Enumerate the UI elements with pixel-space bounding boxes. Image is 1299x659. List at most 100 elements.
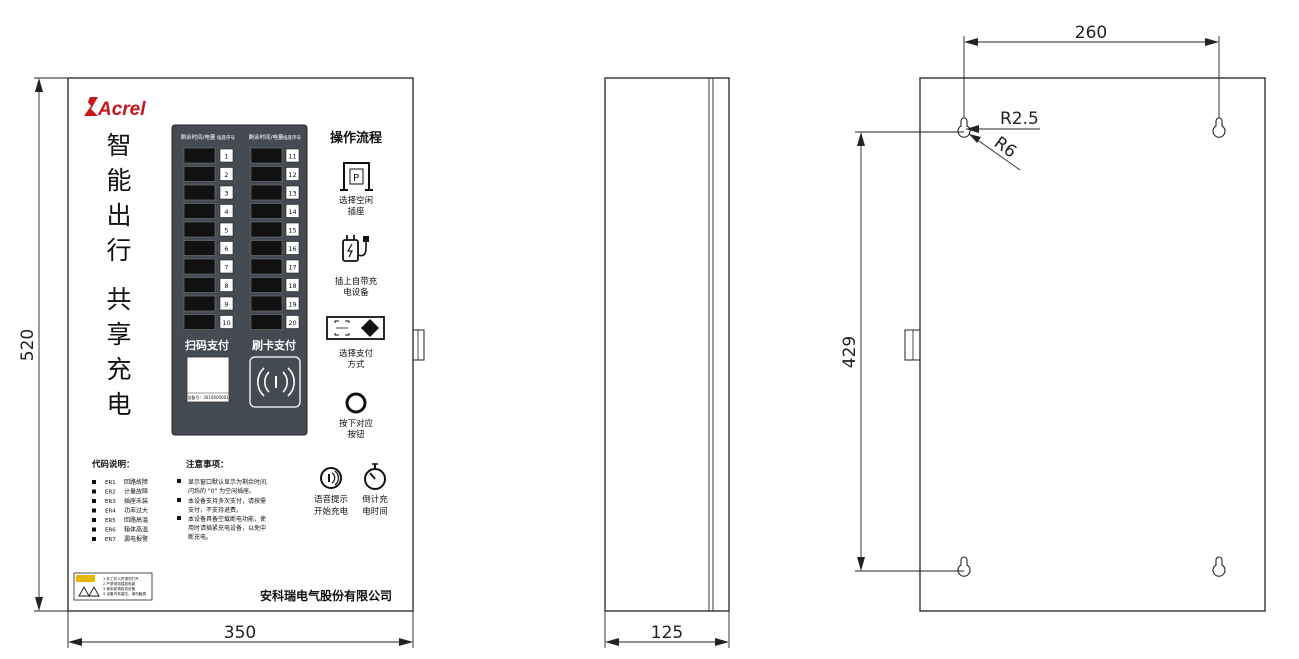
socket-number-button[interactable]: 13 bbox=[285, 185, 300, 200]
socket-display bbox=[250, 314, 283, 330]
socket-display bbox=[183, 147, 216, 164]
socket-display bbox=[183, 240, 216, 256]
socket-number-button[interactable]: 10 bbox=[219, 315, 234, 329]
code-id: ER7 bbox=[105, 537, 116, 543]
socket-number-button[interactable]: 16 bbox=[285, 241, 300, 255]
process-column: 操作流程 P 选择空闲 插座 插上自带充 电设备 bbox=[314, 130, 388, 517]
socket-number-button[interactable]: 18 bbox=[285, 278, 300, 292]
dim-260: 260 bbox=[1075, 23, 1107, 43]
dim-350: 350 bbox=[224, 623, 256, 643]
code-id: ER2 bbox=[105, 490, 116, 496]
step2-line2: 电设备 bbox=[343, 287, 369, 298]
code-bullet bbox=[92, 489, 96, 494]
button-icon[interactable] bbox=[345, 392, 367, 414]
side-enclosure bbox=[604, 77, 730, 612]
card-reader[interactable] bbox=[249, 356, 301, 408]
col-header-time-right: 剩余时间/电量 bbox=[249, 133, 284, 141]
socket-number-button[interactable]: 1 bbox=[219, 148, 234, 163]
keyhole-top-left bbox=[957, 117, 971, 138]
step2-line1: 插上自带充 bbox=[335, 276, 378, 287]
dim-520: 520 bbox=[18, 329, 38, 361]
socket-number: 14 bbox=[288, 208, 296, 216]
socket-number: 1 bbox=[224, 153, 228, 161]
socket-display bbox=[250, 258, 283, 275]
socket-number-button[interactable]: 9 bbox=[219, 296, 234, 311]
step1-line1: 选择空闲 bbox=[339, 195, 373, 206]
socket-number: 18 bbox=[288, 282, 296, 290]
radius-callouts: R2.5 R6 bbox=[966, 109, 1040, 171]
socket-display bbox=[250, 295, 283, 312]
scan-pay-label: 扫码支付 bbox=[185, 338, 229, 352]
process-title: 操作流程 bbox=[330, 130, 382, 146]
socket-number-button[interactable]: 17 bbox=[285, 259, 300, 274]
title-char-3: 出 bbox=[106, 201, 131, 230]
device-id: 设备号：3010000001 bbox=[187, 394, 229, 400]
back-enclosure bbox=[919, 77, 1266, 612]
socket-number-button[interactable]: 20 bbox=[285, 315, 300, 329]
socket-display bbox=[250, 221, 283, 238]
back-hinge bbox=[904, 329, 921, 361]
code-desc: 箱体高温 bbox=[124, 526, 148, 534]
title-char-1: 智 bbox=[106, 131, 131, 160]
back-view: 260 429 R2.5 R6 bbox=[840, 23, 1266, 612]
title-char-5: 共 bbox=[106, 285, 131, 314]
radius-large: R6 bbox=[990, 133, 1020, 162]
codes-title: 代码说明： bbox=[91, 459, 135, 470]
socket-number: 4 bbox=[224, 208, 228, 216]
step1-line2: 插座 bbox=[347, 206, 365, 217]
socket-number-button[interactable]: 2 bbox=[219, 167, 234, 181]
svg-text:P: P bbox=[353, 173, 359, 184]
code-id: ER6 bbox=[105, 528, 116, 534]
socket-display bbox=[250, 184, 283, 201]
socket-number-button[interactable]: 11 bbox=[285, 148, 300, 163]
socket-number: 16 bbox=[288, 245, 296, 253]
socket-number-button[interactable]: 8 bbox=[219, 278, 234, 292]
code-bullet bbox=[92, 508, 96, 513]
socket-number-button[interactable]: 14 bbox=[285, 204, 300, 218]
step5-line1: 语音提示 bbox=[314, 494, 348, 505]
qr-code-area[interactable]: 设备号：3010000001 bbox=[186, 356, 230, 403]
socket-number: 9 bbox=[224, 301, 228, 309]
radius-small: R2.5 bbox=[1000, 109, 1039, 129]
code-id: ER1 bbox=[105, 480, 116, 486]
socket-number-button[interactable]: 6 bbox=[219, 241, 234, 255]
dim-125: 125 bbox=[651, 623, 683, 643]
socket-display bbox=[250, 166, 283, 182]
socket-number-button[interactable]: 3 bbox=[219, 185, 234, 200]
note1-line1: 显示窗口默认显示为剩余时间, bbox=[188, 478, 268, 486]
socket-number: 11 bbox=[288, 153, 296, 161]
socket-number-button[interactable]: 5 bbox=[219, 222, 234, 237]
col-header-num-left: 插座序号 bbox=[217, 134, 235, 141]
socket-number-button[interactable]: 19 bbox=[285, 296, 300, 311]
socket-number-button[interactable]: 7 bbox=[219, 259, 234, 274]
plug-device-icon bbox=[342, 235, 369, 262]
warning-line-3: 3 使用前请检查设备 bbox=[103, 586, 136, 591]
code-bullet bbox=[92, 518, 96, 522]
socket-number-button[interactable]: 12 bbox=[285, 167, 300, 181]
side-width-dimension: 125 bbox=[604, 611, 730, 648]
socket-number: 12 bbox=[288, 171, 296, 179]
col-header-time-left: 剩余时间/电量 bbox=[181, 133, 216, 141]
warning-label: 1 非工作人员请勿打开 2 严禁带电插拔电缆 3 使用前请检查设备 4 设备内有… bbox=[73, 572, 153, 601]
socket-display bbox=[183, 277, 216, 293]
socket-number-button[interactable]: 15 bbox=[285, 222, 300, 237]
countdown-timer-icon bbox=[364, 463, 386, 490]
note2-line1: 本设备支持多次支付，请按需 bbox=[188, 497, 266, 505]
step5-line2: 开始充电 bbox=[314, 506, 349, 517]
notes-section: 注意事项： 显示窗口默认显示为剩余时间, 闪烁的 "0" 为空闲插座。 本设备支… bbox=[177, 459, 268, 541]
socket-display bbox=[183, 221, 216, 238]
code-desc: 回路高温 bbox=[124, 516, 148, 524]
socket-number-button[interactable]: 4 bbox=[219, 204, 234, 218]
code-desc: 漏电报警 bbox=[124, 535, 148, 543]
vertical-hole-dimension: 429 bbox=[840, 131, 964, 572]
warning-line-1: 1 非工作人员请勿打开 bbox=[103, 576, 139, 581]
socket-number: 13 bbox=[288, 190, 296, 198]
note1-line2: 闪烁的 "0" 为空闲插座。 bbox=[188, 487, 255, 495]
code-desc: 回路故障 bbox=[124, 478, 148, 486]
keyhole-bottom-left bbox=[957, 556, 971, 577]
width-dimension: 350 bbox=[67, 611, 414, 648]
title-char-6: 享 bbox=[106, 320, 131, 349]
